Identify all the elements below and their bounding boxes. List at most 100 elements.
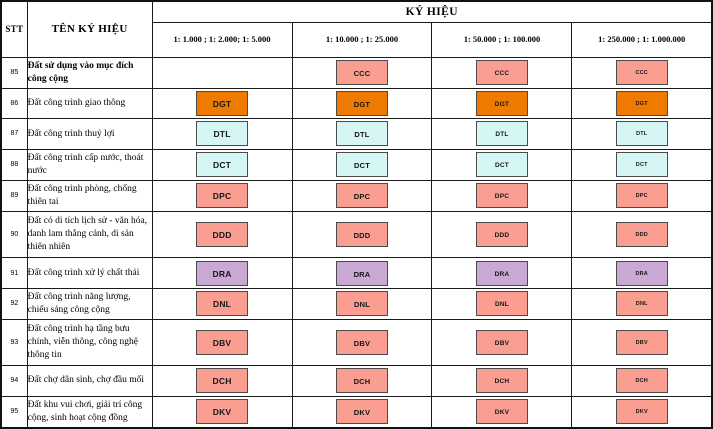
symbol-name-cell: Đất công trình phòng, chống thiên tai [26,179,153,213]
symbol-swatch: DCT [196,152,249,178]
column-header-scale-1: 1: 1.000 ; 1: 2.000; 1: 5.000 [151,21,293,58]
symbol-swatch: DRA [475,260,528,286]
symbol-swatch-cell: DNL [431,287,573,320]
symbol-swatch: DPC [475,183,528,209]
symbol-swatch-cell: DKV [291,395,433,429]
symbol-swatch: DBV [615,330,668,356]
symbol-swatch: DCH [196,368,249,394]
row-index-cell: 90 [0,211,28,259]
symbol-name-cell: Đất sử dụng vào mục đích công cộng [26,56,153,89]
symbol-swatch-cell: DCT [431,148,573,181]
symbol-name-cell: Đất công trình cấp nước, thoát nước [26,148,153,181]
symbol-swatch-cell: DBV [431,318,573,367]
symbol-swatch: DKV [475,399,528,425]
symbol-swatch: DDD [196,222,249,248]
symbol-swatch-cell: DCH [571,365,713,397]
symbol-swatch: DDD [475,222,528,248]
symbol-swatch: DTL [196,121,249,147]
symbol-swatch: DBV [475,330,528,356]
symbol-name-cell: Đất công trình hạ tầng bưu chính, viễn t… [26,318,153,367]
symbol-swatch-cell: DRA [431,257,573,289]
symbol-swatch-cell: DCH [151,365,293,397]
symbol-swatch: DGT [336,90,388,116]
column-header-scale-4: 1: 250.000 ; 1: 1.000.000 [571,21,713,58]
symbol-swatch: DPC [196,183,249,209]
row-index-cell: 95 [0,395,28,429]
symbol-swatch: DNL [336,291,388,317]
symbol-swatch-cell: CCC [571,56,713,89]
symbol-swatch-cell: DCT [571,148,713,181]
symbol-swatch-cell: DNL [291,287,433,320]
symbol-swatch: CCC [475,60,528,86]
column-header-stt: STT [0,0,28,58]
symbol-swatch-cell: DCT [291,148,433,181]
symbol-swatch: DNL [475,291,528,317]
symbol-swatch: DCT [475,152,528,178]
symbol-swatch-cell: DBV [151,318,293,367]
symbol-swatch-cell: DTL [291,118,433,150]
symbol-swatch-cell: DRA [291,257,433,289]
symbol-swatch: DNL [196,291,249,317]
symbol-swatch-cell: DNL [571,287,713,320]
symbol-swatch: DRA [196,260,249,286]
row-index-cell: 94 [0,365,28,397]
symbol-swatch-cell: DGT [151,87,293,120]
column-header-scale-3: 1: 50.000 ; 1: 100.000 [431,21,573,58]
symbol-swatch-cell: DBV [291,318,433,367]
symbol-swatch-cell: DNL [151,287,293,320]
row-index-cell: 85 [0,56,28,89]
symbol-swatch-cell: DKV [151,395,293,429]
symbol-name-cell: Đất công trình năng lượng, chiếu sáng cô… [26,287,153,320]
column-header-scale-2: 1: 10.000 ; 1: 25.000 [291,21,433,58]
symbol-swatch: DGT [196,90,249,116]
row-index-cell: 92 [0,287,28,320]
symbol-swatch: DCT [336,152,388,178]
row-index-cell: 93 [0,318,28,367]
symbol-swatch: DKV [615,399,668,425]
symbol-name-cell: Đất có di tích lịch sử - văn hóa, danh l… [26,211,153,259]
symbol-swatch-cell: DTL [571,118,713,150]
column-header-group-symbol: KÝ HIỆU [151,0,713,23]
symbol-swatch: DKV [336,399,388,425]
symbol-swatch: DDD [615,222,668,248]
table-header: STT TÊN KÝ HIỆU KÝ HIỆU 1: 1.000 ; 1: 2.… [0,0,713,58]
symbol-swatch-cell: DPC [571,179,713,213]
symbol-swatch-cell: DKV [571,395,713,429]
symbol-swatch: DNL [615,291,668,317]
symbol-swatch-cell: DPC [151,179,293,213]
symbol-name-cell: Đất chợ dân sinh, chợ đầu mối [26,365,153,397]
symbol-swatch: DKV [196,399,249,425]
symbol-swatch: DBV [196,330,249,356]
symbol-swatch: DCH [475,368,528,394]
symbol-swatch: CCC [615,60,668,86]
symbol-swatch: DTL [475,121,528,147]
symbol-swatch: DGT [475,90,528,116]
symbol-name-cell: Đất công trình giao thông [26,87,153,120]
symbol-name-cell: Đất công trình thuỷ lợi [26,118,153,150]
symbol-swatch-cell: DGT [291,87,433,120]
symbol-swatch-cell: DKV [431,395,573,429]
symbol-swatch-cell: DCH [291,365,433,397]
symbol-swatch: DCH [336,368,388,394]
symbol-swatch: DRA [615,260,668,286]
symbol-swatch-cell: DPC [431,179,573,213]
symbol-swatch-cell: DDD [291,211,433,259]
symbol-swatch-cell: DRA [151,257,293,289]
symbol-swatch: CCC [336,60,388,86]
symbol-swatch-cell: DDD [431,211,573,259]
row-index-cell: 87 [0,118,28,150]
symbol-swatch-cell: CCC [431,56,573,89]
symbol-swatch-cell: DGT [431,87,573,120]
